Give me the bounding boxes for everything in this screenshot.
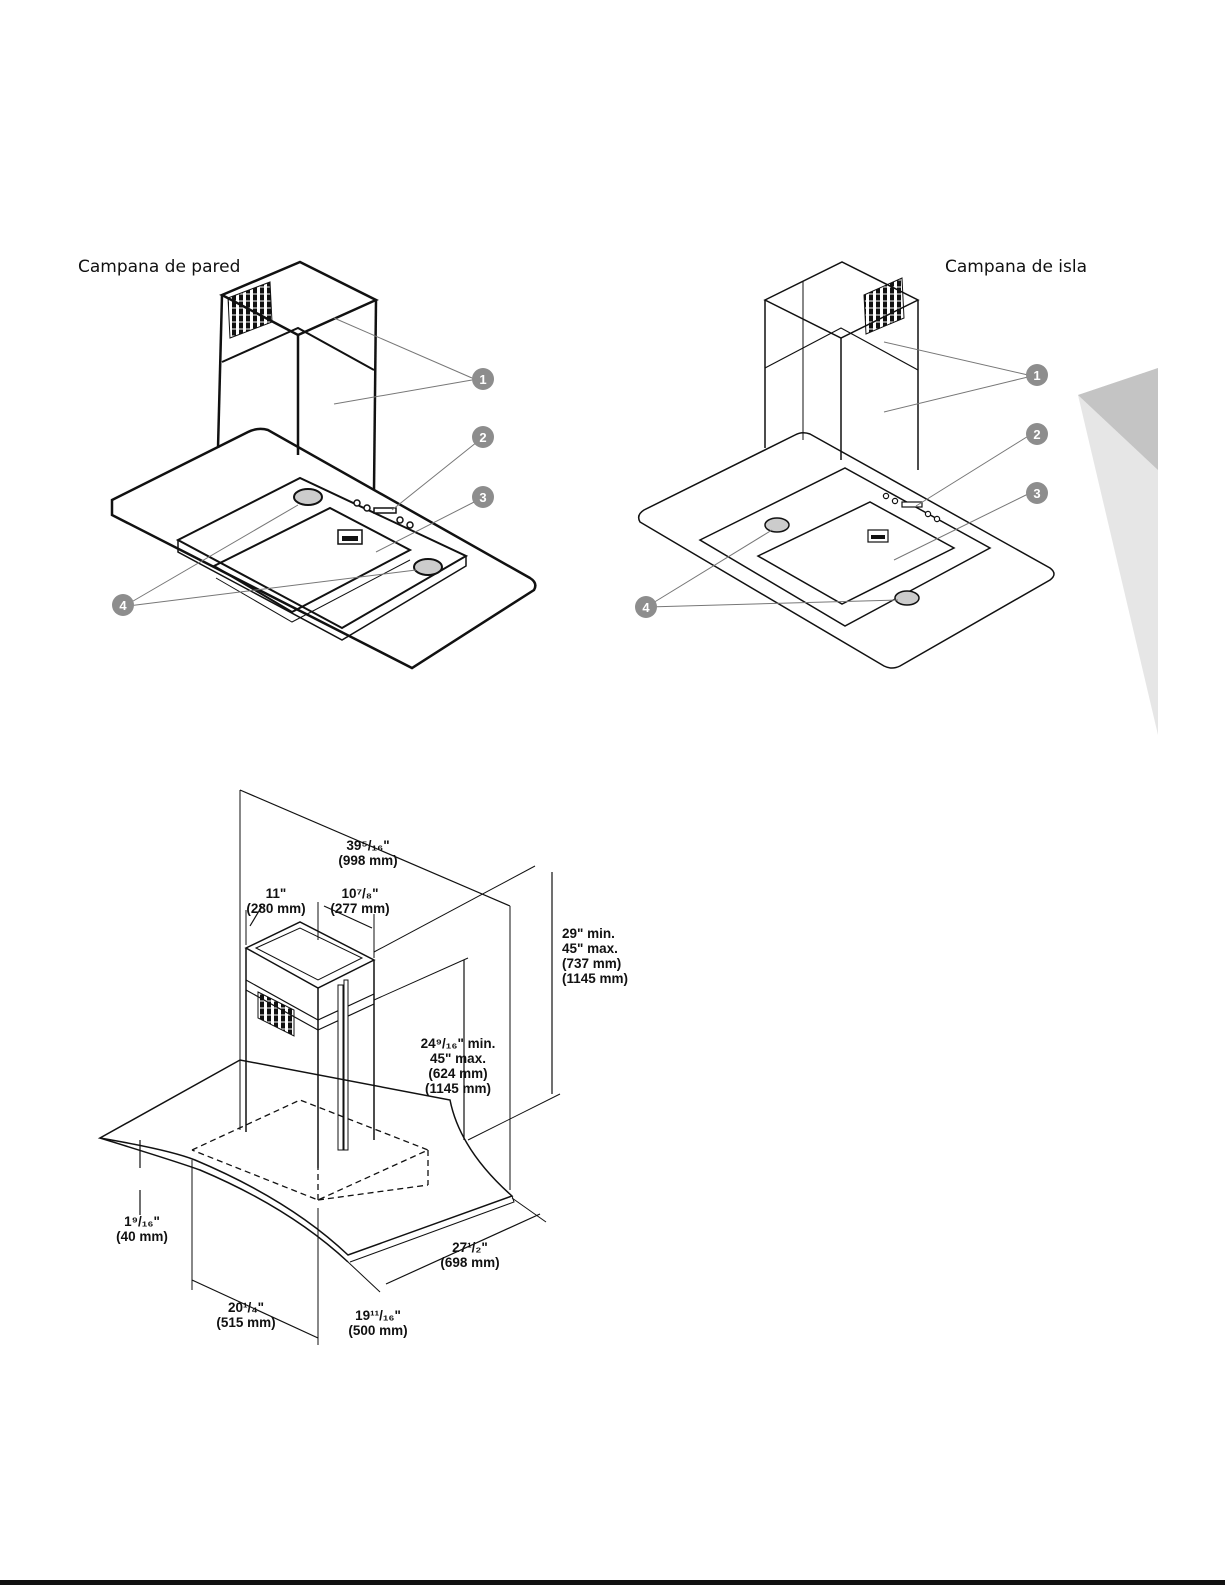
dim-base-depth: 19¹¹/₁₆" (500 mm): [348, 1308, 407, 1338]
island-callout-1: 1: [1026, 364, 1048, 386]
wall-callout-1: 1: [472, 368, 494, 390]
wall-callout-4: 4: [112, 594, 134, 616]
svg-text:(280 mm): (280 mm): [246, 901, 305, 916]
svg-text:(1145 mm): (1145 mm): [562, 971, 628, 986]
svg-text:4: 4: [642, 600, 650, 615]
svg-text:(500 mm): (500 mm): [348, 1323, 407, 1338]
svg-text:27¹/₂": 27¹/₂": [452, 1240, 488, 1255]
svg-text:4: 4: [119, 598, 127, 613]
svg-text:1: 1: [1033, 368, 1040, 383]
svg-text:45" max.: 45" max.: [562, 941, 618, 956]
svg-text:3: 3: [479, 490, 486, 505]
wall-callout-3: 3: [472, 486, 494, 508]
svg-text:(515 mm): (515 mm): [216, 1315, 275, 1330]
svg-text:1⁹/₁₆": 1⁹/₁₆": [124, 1214, 160, 1229]
svg-text:(277 mm): (277 mm): [330, 901, 389, 916]
dim-chimney-width: 11" (280 mm): [246, 886, 305, 916]
dim-chimney-height: 24⁹/₁₆" min. 45" max. (624 mm) (1145 mm): [421, 1036, 496, 1096]
svg-text:(698 mm): (698 mm): [440, 1255, 499, 1270]
side-tab: [1078, 368, 1158, 735]
svg-text:(1145 mm): (1145 mm): [425, 1081, 491, 1096]
bottom-rule: [0, 1580, 1225, 1585]
dim-chimney-depth: 10⁷/₈" (277 mm): [330, 886, 389, 916]
svg-text:45" max.: 45" max.: [430, 1051, 486, 1066]
svg-text:19¹¹/₁₆": 19¹¹/₁₆": [355, 1308, 401, 1323]
dim-total-height: 29" min. 45" max. (737 mm) (1145 mm): [562, 926, 628, 986]
svg-text:2: 2: [1033, 427, 1040, 442]
island-hood-drawing: [639, 262, 1054, 668]
wall-hood-drawing: [112, 262, 535, 668]
svg-text:(624 mm): (624 mm): [428, 1066, 487, 1081]
svg-text:20¹/₄": 20¹/₄": [228, 1300, 264, 1315]
dim-overall-width: 39⁵/₁₆" (998 mm): [338, 838, 397, 868]
dim-base-width: 20¹/₄" (515 mm): [216, 1300, 275, 1330]
island-callout-4: 4: [635, 596, 657, 618]
svg-text:39⁵/₁₆": 39⁵/₁₆": [346, 838, 389, 853]
svg-text:10⁷/₈": 10⁷/₈": [341, 886, 378, 901]
svg-text:(998 mm): (998 mm): [338, 853, 397, 868]
svg-text:11": 11": [266, 886, 287, 901]
island-callout-2: 2: [1026, 423, 1048, 445]
svg-text:1: 1: [479, 372, 486, 387]
svg-text:2: 2: [479, 430, 486, 445]
svg-text:3: 3: [1033, 486, 1040, 501]
dim-canopy-depth: 27¹/₂" (698 mm): [440, 1240, 499, 1270]
dim-glass-thickness: 1⁹/₁₆" (40 mm): [116, 1214, 168, 1244]
svg-text:(40 mm): (40 mm): [116, 1229, 168, 1244]
svg-text:29" min.: 29" min.: [562, 926, 615, 941]
island-callout-3: 3: [1026, 482, 1048, 504]
svg-text:24⁹/₁₆" min.: 24⁹/₁₆" min.: [421, 1036, 496, 1051]
svg-text:(737 mm): (737 mm): [562, 956, 621, 971]
wall-callout-2: 2: [472, 426, 494, 448]
